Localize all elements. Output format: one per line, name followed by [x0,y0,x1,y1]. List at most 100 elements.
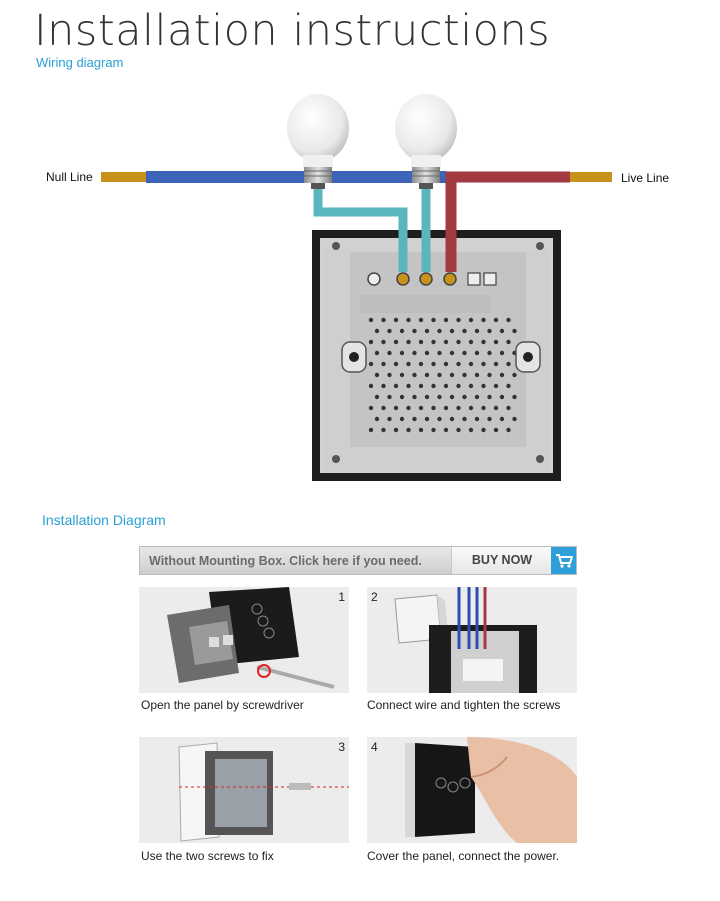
step-1-number: 1 [338,590,345,604]
vent-hole [487,328,492,334]
vent-hole [381,405,386,411]
lamp-wires [313,185,431,272]
buy-now-button[interactable]: BUY NOW [451,547,552,574]
vent-hole [456,405,461,411]
vent-hole [387,416,392,422]
step-4-image: 4 [367,737,577,843]
vent-hole [493,317,499,323]
vent-hole [437,416,442,422]
vent-hole [431,317,436,323]
vent-hole [431,361,436,367]
vent-hole [368,339,374,345]
vent-hole [412,372,417,378]
vent-hole [424,350,430,356]
vent-hole [474,394,480,400]
vent-hole [412,394,417,400]
vent-hole [512,372,517,378]
step-3-caption: Use the two screws to fix [141,849,274,863]
vent-hole [449,416,455,422]
vent-hole [368,427,374,433]
vent-hole [462,328,467,334]
vent-hole [481,361,486,367]
vent-hole [437,350,442,356]
vent-hole [462,416,467,422]
vent-hole [474,372,480,378]
vent-hole [456,383,461,389]
null-line-label: Null Line [46,170,93,184]
step-1-caption: Open the panel by screwdriver [141,698,304,712]
cart-button[interactable] [551,547,576,574]
vent-hole [393,361,399,367]
vent-hole [512,394,517,400]
vent-hole [449,350,455,356]
vent-hole [381,317,386,323]
step-3-number: 3 [338,740,345,754]
vent-hole [506,405,511,411]
vent-hole [393,427,399,433]
vent-hole [449,394,455,400]
vent-hole [493,383,499,389]
vent-hole [468,339,474,345]
vent-hole [506,383,511,389]
vent-hole [424,416,430,422]
vent-hole [474,350,480,356]
vent-hole [456,361,461,367]
banner-text[interactable]: Without Mounting Box. Click here if you … [149,554,422,568]
vent-hole [449,372,455,378]
vent-hole [506,317,511,323]
vent-hole [506,339,511,345]
vent-hole [456,339,461,345]
bulb-2 [395,94,457,189]
vent-hole [368,383,374,389]
vent-hole [506,427,511,433]
vent-hole [487,394,492,400]
vent-hole [412,416,417,422]
vent-hole [387,350,392,356]
vent-hole [393,383,399,389]
vent-hole [381,427,386,433]
vent-hole [368,317,374,323]
vent-hole [499,394,505,400]
vent-hole [431,427,436,433]
vent-hole [374,350,380,356]
vent-hole [456,427,461,433]
vent-hole [399,350,405,356]
vent-hole [399,394,405,400]
null-line-wire [101,171,446,183]
vent-hole [443,427,449,433]
live-line-wire [445,171,612,272]
step-4-number: 4 [371,740,378,754]
wiring-diagram [101,94,612,481]
switch-back-frame [312,230,561,481]
vent-hole [493,405,499,411]
vent-hole [487,350,492,356]
live-line-label: Live Line [621,171,670,185]
vent-hole [424,394,430,400]
vent-hole [374,416,380,422]
vent-hole [499,416,505,422]
vent-hole [387,394,392,400]
vent-hole [443,339,449,345]
page-title: Installation instructions [34,6,551,56]
cart-icon [556,554,573,568]
vent-hole [443,317,449,323]
vent-hole [437,394,442,400]
vent-hole [381,361,386,367]
vent-hole [468,405,474,411]
vent-hole [418,427,424,433]
vent-hole [381,339,386,345]
vent-hole [437,372,442,378]
vent-hole [418,405,424,411]
mounting-box-banner[interactable]: Without Mounting Box. Click here if you … [139,546,577,575]
step-2-caption: Connect wire and tighten the screws [367,698,561,712]
vent-hole [381,383,386,389]
vent-hole [487,372,492,378]
vent-hole [468,383,474,389]
vent-hole [506,361,511,367]
vent-hole [424,328,430,334]
vent-hole [406,361,411,367]
installation-diagram-heading: Installation Diagram [42,512,166,528]
vent-hole [512,328,517,334]
vent-hole [412,350,417,356]
terminal-block [332,242,544,463]
